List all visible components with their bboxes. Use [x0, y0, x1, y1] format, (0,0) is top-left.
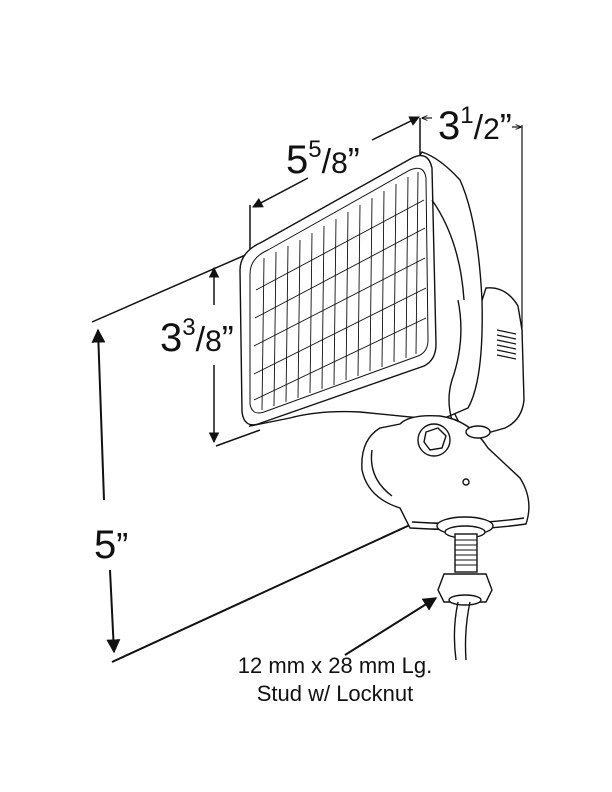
overall-height-unit: ”	[116, 525, 129, 566]
lens-height-fraction-slash: /	[195, 321, 206, 359]
depth-dimension-label: 31/2”	[438, 102, 512, 148]
width-denominator: 8	[331, 147, 348, 180]
width-fraction-slash: /	[321, 143, 332, 181]
lens-height-dimension-label: 33/8”	[160, 314, 234, 360]
lens-grid	[253, 171, 427, 411]
mount-bracket	[361, 414, 530, 531]
depth-unit: ”	[499, 106, 512, 147]
lens-height-denominator: 8	[205, 325, 222, 358]
lens-height-dimension-lines	[91, 252, 261, 447]
stud-callout-caption: 12 mm x 28 mm Lg. Stud w/ Locknut	[190, 652, 480, 708]
lens-height-numerator: 3	[182, 314, 196, 341]
overall-height-whole: 5	[94, 523, 117, 567]
stud-and-locknut	[436, 516, 494, 661]
depth-fraction-slash: /	[473, 109, 484, 147]
depth-numerator: 1	[460, 102, 474, 129]
depth-denominator: 2	[483, 113, 500, 146]
lens-height-unit: ”	[221, 318, 234, 359]
width-unit: ”	[347, 140, 360, 181]
overall-height-dimension-lines	[91, 328, 413, 663]
overall-height-dimension-label: 5”	[94, 525, 128, 565]
width-whole: 5	[286, 138, 309, 182]
stud-callout-arrow	[344, 597, 438, 656]
depth-whole: 3	[438, 104, 461, 148]
lamp-housing	[239, 151, 525, 439]
stud-callout-line-2: Stud w/ Locknut	[256, 681, 414, 706]
width-dimension-label: 55/8”	[286, 136, 360, 182]
stud-callout-line-1: 12 mm x 28 mm Lg.	[237, 653, 433, 678]
width-numerator: 5	[308, 136, 322, 163]
lens-height-whole: 3	[160, 316, 183, 360]
